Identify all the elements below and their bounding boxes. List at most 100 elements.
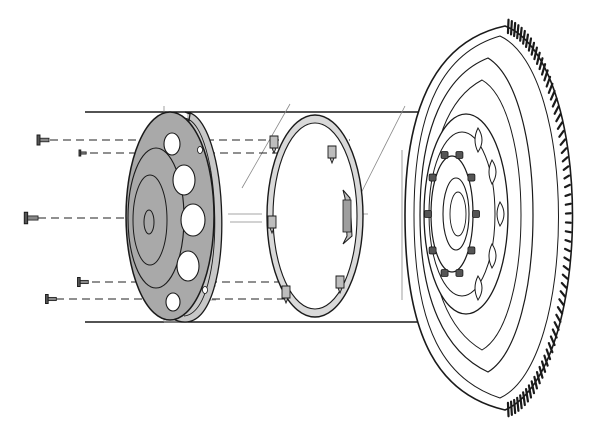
tread-mark bbox=[543, 354, 549, 367]
wheel-slot bbox=[496, 201, 505, 227]
tread-mark bbox=[560, 147, 568, 155]
tread-mark bbox=[553, 105, 560, 115]
wheel-nut bbox=[440, 269, 449, 277]
tread-mark bbox=[559, 138, 567, 146]
tread-mark bbox=[516, 24, 520, 40]
tread-mark bbox=[563, 174, 571, 180]
tread-mark bbox=[540, 360, 547, 373]
tread-mark bbox=[559, 290, 567, 298]
tread-mark bbox=[545, 348, 552, 361]
wheel-nut bbox=[455, 269, 464, 277]
tread-mark bbox=[564, 193, 572, 198]
ring-clips bbox=[267, 135, 345, 305]
tread-mark bbox=[519, 26, 523, 42]
hub-cover bbox=[125, 111, 223, 323]
tread-mark bbox=[513, 21, 517, 38]
cover-hole bbox=[165, 292, 181, 312]
wheel-hub bbox=[423, 113, 509, 315]
tread-mark bbox=[556, 306, 564, 315]
tread-mark bbox=[562, 265, 570, 271]
cover-hole bbox=[163, 132, 181, 156]
tread-mark bbox=[522, 29, 526, 45]
envelope-lines bbox=[85, 111, 472, 323]
tread-mark bbox=[561, 156, 569, 163]
tread-mark bbox=[564, 202, 572, 206]
ring-clip bbox=[335, 275, 345, 295]
tread-mark bbox=[549, 89, 556, 101]
retaining-ring bbox=[266, 114, 364, 318]
tread-mark bbox=[506, 18, 510, 35]
wheel-slot bbox=[474, 275, 483, 301]
tread-mark bbox=[556, 121, 564, 130]
tire-tread bbox=[506, 18, 572, 418]
tread-mark bbox=[530, 380, 536, 395]
cover-rivet bbox=[197, 146, 203, 154]
tread-mark bbox=[527, 37, 533, 52]
tread-mark bbox=[560, 281, 568, 289]
tread-mark bbox=[551, 328, 558, 339]
tread-mark bbox=[509, 20, 513, 36]
tread-mark bbox=[524, 387, 530, 403]
tread-mark bbox=[563, 183, 571, 189]
tread-mark bbox=[506, 401, 510, 418]
hub-center-ring bbox=[430, 155, 474, 273]
wheel-nut bbox=[428, 246, 437, 255]
guide-line bbox=[241, 103, 291, 189]
tread-mark bbox=[555, 313, 562, 323]
cover-rivet bbox=[202, 286, 208, 294]
tread-mark bbox=[533, 375, 538, 390]
wheel-nut bbox=[472, 210, 480, 218]
tread-mark bbox=[553, 321, 560, 331]
bolt-head bbox=[36, 134, 41, 146]
bolt-head bbox=[23, 211, 29, 225]
bolt-head bbox=[77, 277, 81, 287]
tread-mark bbox=[540, 63, 547, 76]
tread-mark bbox=[535, 51, 541, 65]
cover-hole bbox=[180, 203, 206, 237]
wheel-nut bbox=[455, 151, 464, 159]
ring-clip bbox=[281, 285, 291, 305]
cover-hole bbox=[176, 250, 200, 282]
tread-mark bbox=[519, 394, 523, 410]
tread-mark bbox=[555, 113, 562, 123]
bolt-shank bbox=[27, 215, 39, 221]
tread-mark bbox=[513, 398, 517, 415]
tread-mark bbox=[551, 97, 558, 108]
bolt-head bbox=[78, 149, 82, 157]
bolt-shank bbox=[79, 279, 89, 285]
tread-mark bbox=[543, 69, 549, 82]
bolt-shank bbox=[39, 137, 50, 143]
ring-clip bbox=[269, 135, 279, 155]
wheel-nut bbox=[467, 246, 476, 255]
tread-mark bbox=[564, 230, 572, 234]
ring-clip bbox=[327, 145, 337, 165]
wheel-slot bbox=[474, 127, 483, 153]
tread-mark bbox=[535, 371, 541, 385]
wheel-nut bbox=[467, 173, 476, 182]
tread-mark bbox=[558, 129, 565, 138]
wheel-slot bbox=[488, 159, 497, 185]
wheel-nuts bbox=[424, 151, 480, 277]
tread-mark bbox=[522, 391, 526, 407]
tread-mark bbox=[527, 384, 533, 399]
wheel-slot bbox=[488, 243, 497, 269]
cover-center bbox=[143, 209, 155, 235]
tread-mark bbox=[562, 165, 570, 171]
wheel-nut bbox=[440, 151, 449, 159]
hub-bore bbox=[442, 177, 470, 251]
tread-mark bbox=[561, 273, 569, 280]
tread-mark bbox=[547, 342, 554, 354]
ring-clip bbox=[267, 215, 277, 235]
bolts bbox=[23, 134, 89, 304]
tread-mark bbox=[509, 400, 513, 416]
tread-mark bbox=[563, 256, 571, 262]
bolt-head bbox=[45, 294, 49, 304]
tread-mark bbox=[549, 335, 556, 347]
tread-mark bbox=[538, 365, 544, 379]
tread-mark bbox=[545, 75, 552, 88]
tread-mark bbox=[563, 247, 571, 253]
ring-latch-plate bbox=[342, 199, 352, 233]
bolt-shank bbox=[80, 151, 87, 155]
tread-mark bbox=[530, 41, 536, 56]
